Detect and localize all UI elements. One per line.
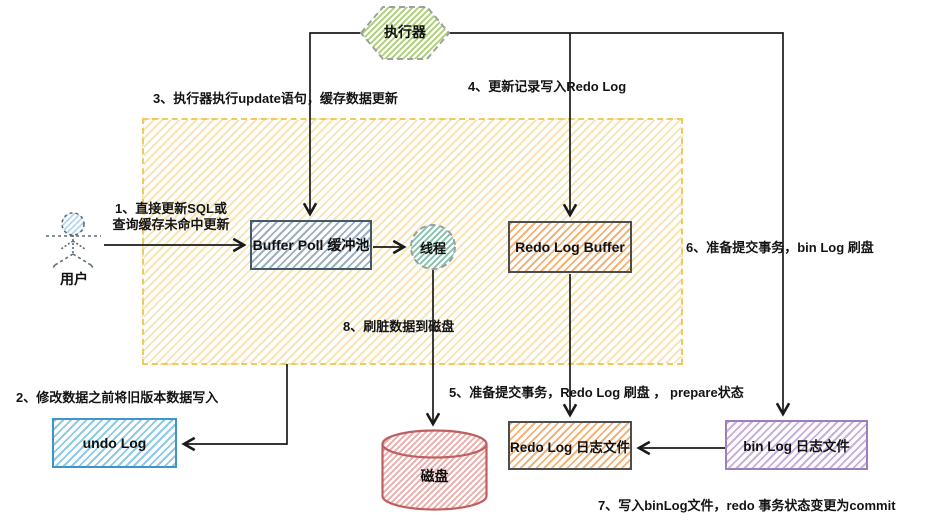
arrow-executor-to-bufferpool: [302, 32, 362, 217]
annotation-step-6: 6、准备提交事务，bin Log 刷盘: [686, 240, 874, 255]
node-bin-log-file: bin Log 日志文件: [725, 420, 868, 470]
arrow-executor-to-binlogfile: [448, 32, 791, 417]
executor-hexagon: [359, 6, 451, 60]
annotation-step-1: 1、直接更新SQL或 查询缓存未命中更新: [101, 201, 241, 233]
redo-log-file-label: Redo Log 日志文件: [510, 439, 630, 455]
arrow-region-to-undolog: [181, 364, 288, 452]
annotation-step-4: 4、更新记录写入Redo Log: [468, 79, 627, 94]
disk-cylinder: [381, 429, 488, 511]
node-redo-log-file: Redo Log 日志文件: [508, 421, 632, 470]
thread-circle: [410, 224, 456, 270]
node-buffer-pool: Buffer Poll 缓冲池: [250, 220, 372, 270]
annotation-step-7: 7、写入binLog文件，redo 事务状态变更为commit: [598, 498, 896, 513]
user-figure: [46, 212, 101, 270]
node-undo-log: undo Log: [52, 418, 177, 468]
redo-log-buffer-label: Redo Log Buffer: [515, 239, 625, 255]
annotation-step-5: 5、准备提交事务，Redo Log 刷盘 ， prepare状态: [449, 385, 744, 400]
buffer-pool-label: Buffer Poll 缓冲池: [252, 237, 370, 253]
annotation-step-2: 2、修改数据之前将旧版本数据写入: [16, 390, 219, 405]
annotation-step-3: 3、执行器执行update语句，缓存数据更新: [153, 91, 398, 106]
annotation-step-8: 8、刷脏数据到磁盘: [343, 319, 455, 334]
node-redo-log-buffer: Redo Log Buffer: [508, 221, 632, 273]
step1-line2: 查询缓存未命中更新: [112, 217, 230, 232]
undo-log-label: undo Log: [82, 435, 147, 451]
step1-line1: 1、直接更新SQL或: [115, 201, 227, 216]
bin-log-file-label: bin Log 日志文件: [743, 439, 850, 454]
